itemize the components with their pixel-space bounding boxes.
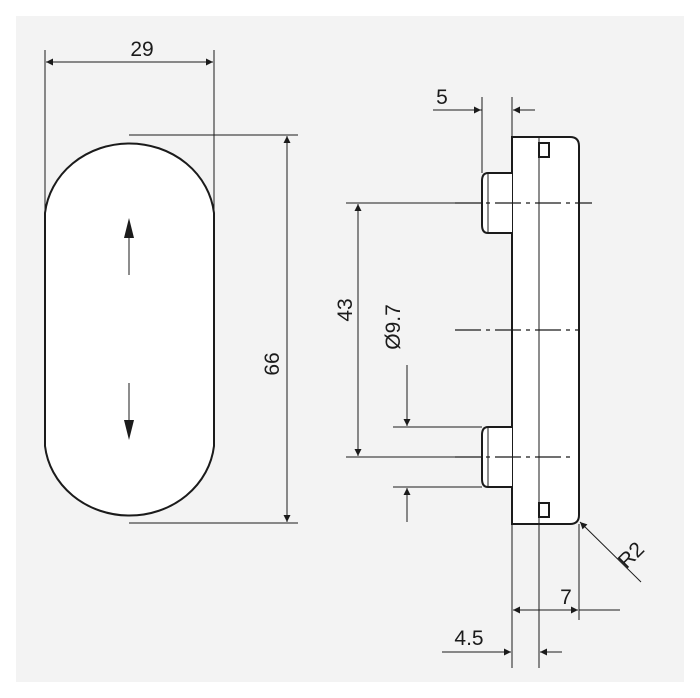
dim-width-label: 29 [130, 38, 153, 61]
front-view [44, 142, 215, 517]
dim-gap-label: 5 [436, 86, 448, 109]
dimension-width: 29 [44, 38, 215, 213]
dim-plate-label: 4.5 [454, 627, 483, 650]
dimension-plate: 4.5 [442, 627, 562, 656]
top-notch [538, 142, 550, 158]
dimension-spacing: 43 [334, 202, 455, 458]
dim-diameter-label: Ø9.7 [382, 304, 405, 350]
oval-escutcheon [44, 142, 215, 517]
bottom-notch [538, 502, 550, 518]
dimension-height: 66 [129, 134, 298, 524]
dimension-diameter: Ø9.7 [382, 304, 482, 522]
dimension-gap: 5 [433, 86, 535, 173]
dimension-thickness: 7 [511, 524, 620, 668]
dim-thickness-label: 7 [560, 586, 572, 609]
side-view [455, 136, 592, 525]
dim-height-label: 66 [261, 352, 284, 375]
up-arrow-icon [124, 218, 134, 238]
down-arrow-icon [124, 420, 134, 440]
dim-spacing-label: 43 [334, 298, 357, 321]
